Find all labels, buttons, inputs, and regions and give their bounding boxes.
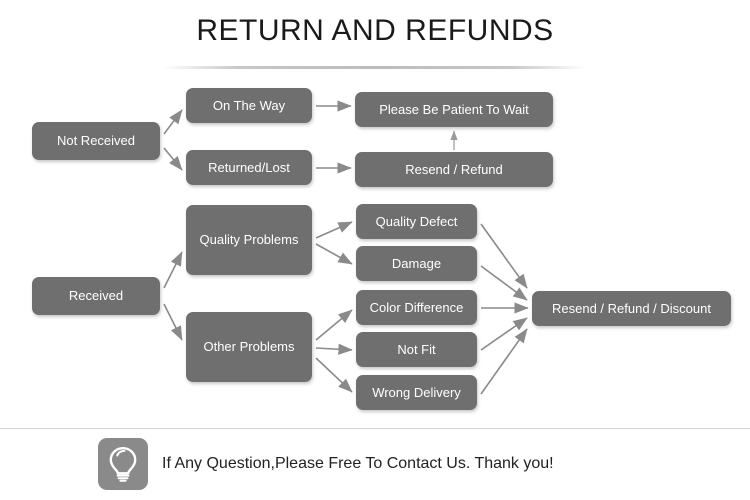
node-please-be-patient-to-wait[interactable]: Please Be Patient To Wait bbox=[355, 92, 553, 127]
node-not-fit[interactable]: Not Fit bbox=[356, 332, 477, 367]
title-divider bbox=[163, 66, 587, 69]
lightbulb-icon bbox=[98, 438, 148, 490]
flow-arrow-layer bbox=[163, 100, 529, 395]
edge-other-problems-to-not-fit bbox=[315, 343, 353, 355]
node-quality-problems[interactable]: Quality Problems bbox=[186, 205, 312, 275]
edge-quality-problems-to-quality-defect bbox=[315, 221, 353, 239]
node-not-received[interactable]: Not Received bbox=[32, 122, 160, 160]
edge-not-received-to-on-the-way bbox=[163, 109, 183, 135]
node-quality-defect[interactable]: Quality Defect bbox=[356, 204, 477, 239]
edge-received-to-quality-problems bbox=[163, 251, 183, 289]
node-returned-lost[interactable]: Returned/Lost bbox=[186, 150, 312, 185]
edge-damage-to-resend-refund-discount bbox=[480, 265, 528, 301]
edge-not-fit-to-resend-refund-discount bbox=[480, 317, 528, 351]
edge-quality-defect-to-resend-refund-discount bbox=[480, 223, 528, 289]
node-color-difference[interactable]: Color Difference bbox=[356, 290, 477, 325]
node-resend-refund[interactable]: Resend / Refund bbox=[355, 152, 553, 187]
edge-received-to-other-problems bbox=[163, 303, 183, 341]
footer: If Any Question,Please Free To Contact U… bbox=[98, 438, 658, 490]
edge-quality-problems-to-damage bbox=[315, 243, 353, 265]
node-damage[interactable]: Damage bbox=[356, 246, 477, 281]
node-wrong-delivery[interactable]: Wrong Delivery bbox=[356, 375, 477, 410]
edge-wrong-delivery-to-resend-refund-discount bbox=[480, 328, 528, 395]
edge-other-problems-to-color-difference bbox=[315, 309, 353, 341]
footer-divider bbox=[0, 428, 750, 429]
edge-not-received-to-returned-lost bbox=[163, 147, 183, 171]
node-other-problems[interactable]: Other Problems bbox=[186, 312, 312, 382]
page-title: RETURN AND REFUNDS bbox=[196, 14, 554, 47]
footer-text: If Any Question,Please Free To Contact U… bbox=[162, 455, 554, 472]
node-resend-refund-discount[interactable]: Resend / Refund / Discount bbox=[532, 291, 731, 326]
edge-other-problems-to-wrong-delivery bbox=[315, 357, 353, 393]
node-on-the-way[interactable]: On The Way bbox=[186, 88, 312, 123]
node-received[interactable]: Received bbox=[32, 277, 160, 315]
